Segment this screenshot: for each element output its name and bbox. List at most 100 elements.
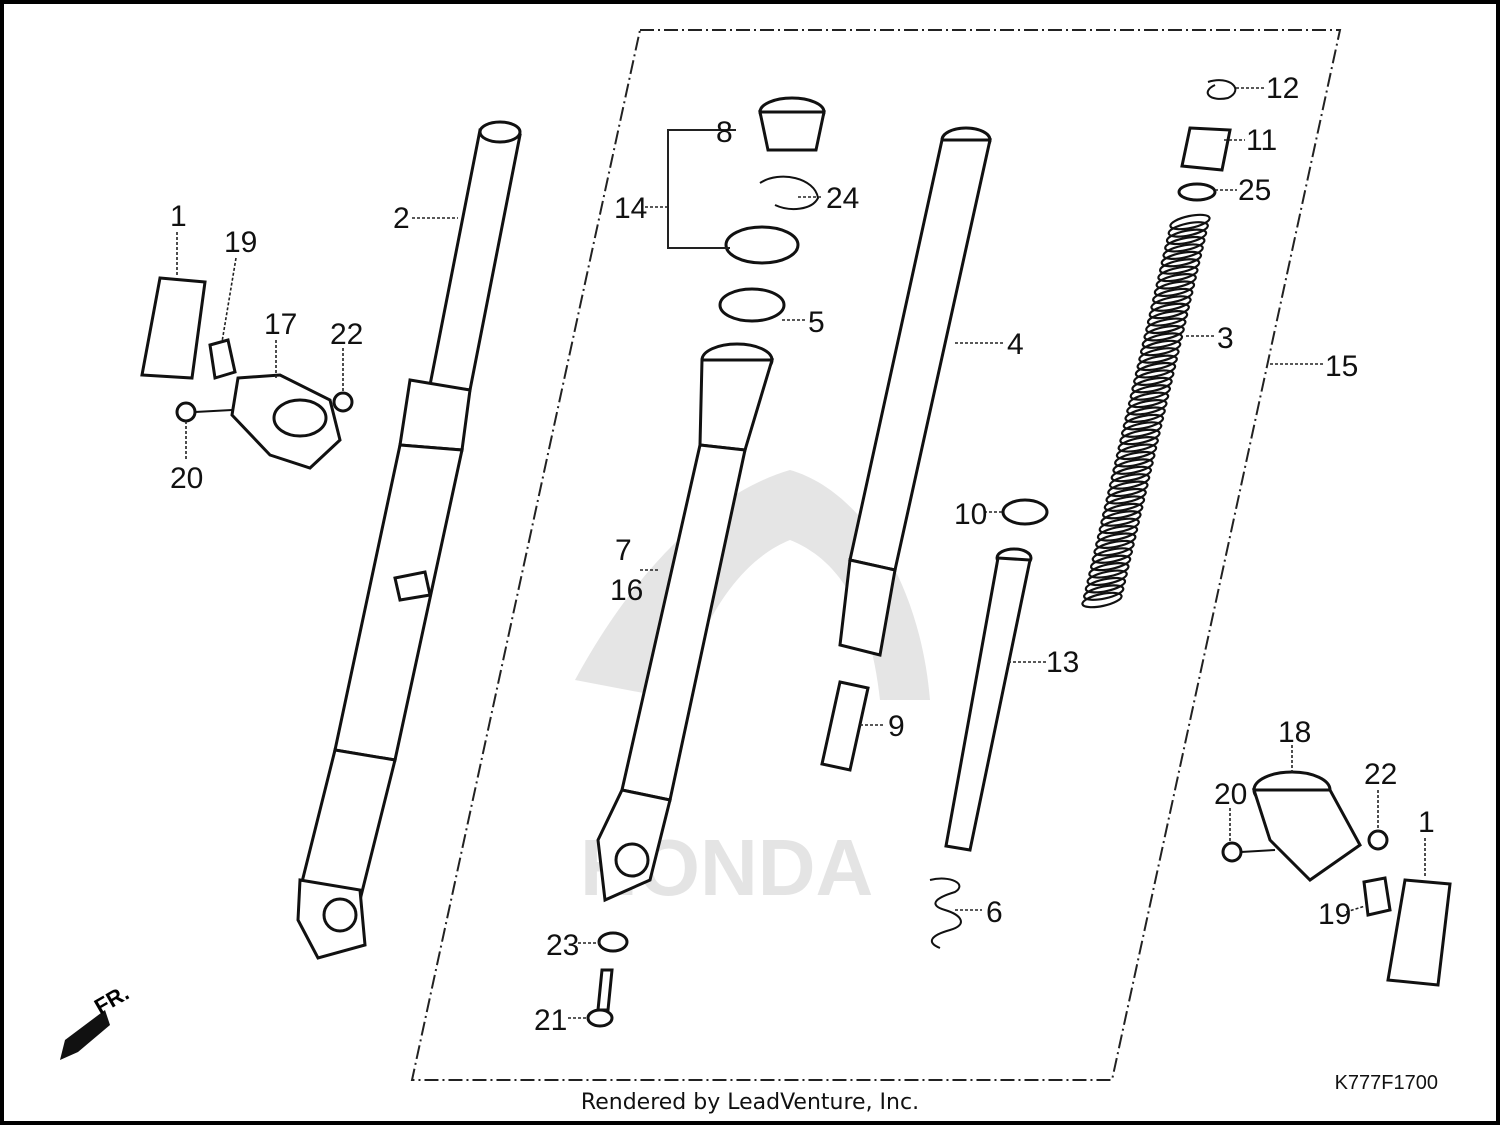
spring-coil bbox=[1084, 576, 1127, 594]
spring-coil bbox=[1146, 310, 1189, 327]
callout-17: 17 bbox=[264, 308, 297, 341]
callout-19-right: 19 bbox=[1318, 898, 1351, 931]
callout-4: 4 bbox=[1007, 328, 1024, 361]
front-arrow: FR. bbox=[60, 980, 133, 1060]
spring-coil bbox=[1133, 369, 1175, 386]
spring-coil bbox=[1124, 406, 1166, 423]
spring-coil bbox=[1148, 302, 1190, 320]
callout-3: 3 bbox=[1217, 322, 1234, 355]
inner-tube bbox=[838, 126, 992, 657]
callout-22-left: 22 bbox=[330, 318, 363, 351]
callout-23: 23 bbox=[546, 929, 579, 962]
spring-coil bbox=[1152, 287, 1194, 305]
spring-coil bbox=[1108, 473, 1151, 490]
spring-coil bbox=[1167, 221, 1209, 238]
callout-1-left: 1 bbox=[170, 200, 187, 233]
bracket-19-right bbox=[1362, 876, 1392, 917]
spring-coil bbox=[1162, 243, 1204, 260]
spring-coil bbox=[1134, 361, 1177, 379]
bushing-9 bbox=[820, 680, 870, 772]
callout-11: 11 bbox=[1246, 124, 1277, 157]
callout-24: 24 bbox=[826, 182, 859, 215]
callout-8: 8 bbox=[716, 116, 733, 149]
spring-coil bbox=[1136, 354, 1178, 372]
callout-12: 12 bbox=[1266, 72, 1299, 105]
callout-20-right: 20 bbox=[1214, 778, 1247, 811]
spring-coil bbox=[1103, 495, 1146, 512]
spring-coil bbox=[1150, 295, 1192, 312]
spring-coil bbox=[1089, 554, 1132, 572]
spring-coil bbox=[1091, 547, 1134, 564]
spring-coil bbox=[1119, 428, 1161, 446]
fork-slider bbox=[596, 342, 775, 903]
bolt-20-right bbox=[1221, 841, 1243, 863]
seal-stack bbox=[718, 96, 826, 323]
callout-5: 5 bbox=[808, 306, 825, 339]
callout-2: 2 bbox=[393, 202, 410, 235]
clamp-18-right bbox=[1251, 788, 1362, 882]
callout-13: 13 bbox=[1046, 646, 1079, 679]
spring-coil bbox=[1117, 436, 1159, 453]
spring-coil bbox=[1141, 332, 1184, 349]
callout-16: 16 bbox=[610, 574, 643, 607]
callouts: 1 19 17 22 20 2 8 14 24 5 7 16 4 9 10 13… bbox=[170, 72, 1435, 1037]
ring-10 bbox=[1001, 498, 1049, 526]
bolt-20-left bbox=[175, 401, 197, 423]
callout-9: 9 bbox=[888, 710, 905, 743]
spring-coil bbox=[1083, 584, 1125, 601]
spring-coil bbox=[1114, 450, 1156, 468]
reflector-left bbox=[140, 276, 207, 380]
drawing-code: K777F1700 bbox=[1334, 1072, 1438, 1094]
spring-coil bbox=[1143, 324, 1185, 342]
spring-coil bbox=[1107, 480, 1149, 498]
clamp-right bbox=[1221, 770, 1452, 987]
spring-coil bbox=[1129, 384, 1172, 401]
spring-coil bbox=[1139, 339, 1182, 357]
callout-14: 14 bbox=[614, 192, 647, 225]
clip-12 bbox=[1206, 79, 1237, 100]
spring-coil bbox=[1158, 258, 1201, 275]
leader-lines bbox=[176, 87, 1426, 1019]
fork-tube-left bbox=[296, 120, 522, 960]
spring-coil bbox=[1127, 391, 1170, 409]
nut-22-left bbox=[332, 391, 354, 413]
callout-10: 10 bbox=[954, 498, 987, 531]
spring-coil bbox=[1115, 443, 1158, 461]
callout-1-right: 1 bbox=[1418, 806, 1435, 839]
spring-coil bbox=[1095, 532, 1137, 549]
spring-coil bbox=[1086, 569, 1128, 587]
spring-coil bbox=[1105, 487, 1147, 505]
spring-coil bbox=[1098, 517, 1140, 535]
bracket-19-left bbox=[208, 338, 237, 380]
nut-22-right bbox=[1367, 829, 1389, 851]
front-arrow-label: FR. bbox=[90, 980, 133, 1019]
assembly-boundary bbox=[410, 29, 1342, 1081]
rebound-spring bbox=[929, 877, 962, 949]
spring-coil bbox=[1160, 250, 1203, 268]
callout-6: 6 bbox=[986, 896, 1003, 929]
cap-11 bbox=[1180, 126, 1232, 172]
spring-coil bbox=[1112, 458, 1154, 475]
callout-18: 18 bbox=[1278, 716, 1311, 749]
fork-spring bbox=[1081, 213, 1211, 609]
spring-coil bbox=[1131, 376, 1173, 394]
spring-coil bbox=[1155, 273, 1197, 290]
spring-coil bbox=[1102, 502, 1144, 520]
spring-coil bbox=[1096, 525, 1139, 542]
drain-bolt-parts bbox=[586, 931, 629, 1028]
callout-20-left: 20 bbox=[170, 462, 203, 495]
spring-coil bbox=[1169, 213, 1211, 231]
spring-coil bbox=[1153, 280, 1196, 297]
callout-15: 15 bbox=[1325, 350, 1358, 383]
spring-coil bbox=[1120, 421, 1163, 438]
spring-coil bbox=[1164, 235, 1206, 253]
washer-25 bbox=[1177, 182, 1217, 202]
render-caption: Rendered by LeadVenture, Inc. bbox=[580, 1090, 920, 1115]
spring-coil bbox=[1081, 591, 1123, 609]
reflector-right bbox=[1386, 878, 1452, 987]
spring-coil bbox=[1088, 562, 1130, 579]
spring-coil bbox=[1157, 265, 1199, 283]
callout-7: 7 bbox=[615, 534, 632, 567]
